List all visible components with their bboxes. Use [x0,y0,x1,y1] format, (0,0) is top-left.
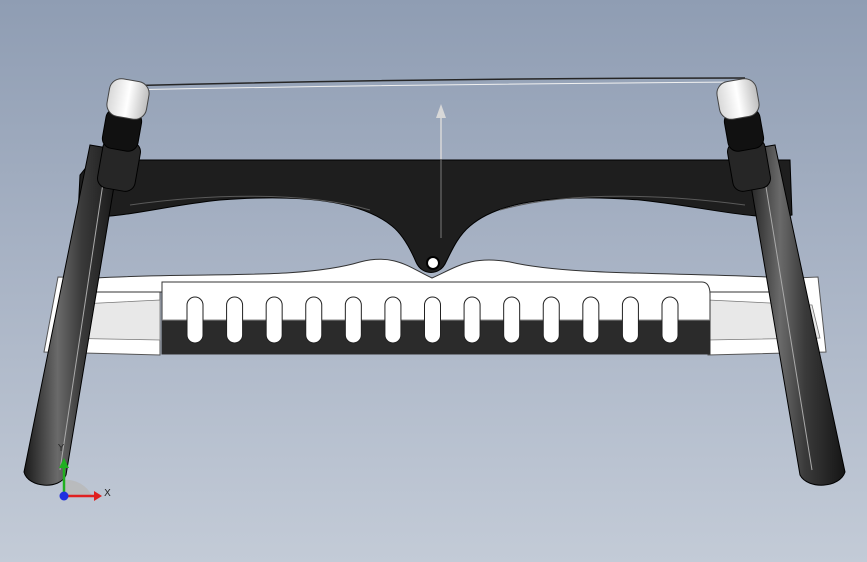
comb-slot [344,296,362,344]
comb-slot [226,296,244,344]
top-wire-highlight [117,81,746,91]
center-axis-arrowhead [436,104,446,118]
comb-slot [305,296,323,344]
comb-slot [582,296,600,344]
right-tube [716,78,846,486]
x-axis-label: X [104,488,111,499]
comb-slot [463,296,481,344]
comb-slot [424,296,441,344]
left-tube [23,78,150,486]
comb-slot [503,296,521,344]
pivot-hole [426,256,440,270]
y-axis-arrow [59,458,69,468]
comb-plate [161,281,711,355]
top-wire [117,77,746,87]
axis-triad [59,458,102,501]
y-axis-label: Y [58,443,65,454]
comb-slot [661,296,679,344]
comb-slot [265,296,283,344]
comb-slot [186,296,204,344]
comb-slot [621,296,639,344]
main-body [77,159,793,273]
comb-slot [384,296,402,344]
x-axis-arrow [94,491,102,501]
comb-slot [542,296,560,344]
z-axis-dot [59,491,69,501]
main-body-inner-edge [129,195,746,211]
